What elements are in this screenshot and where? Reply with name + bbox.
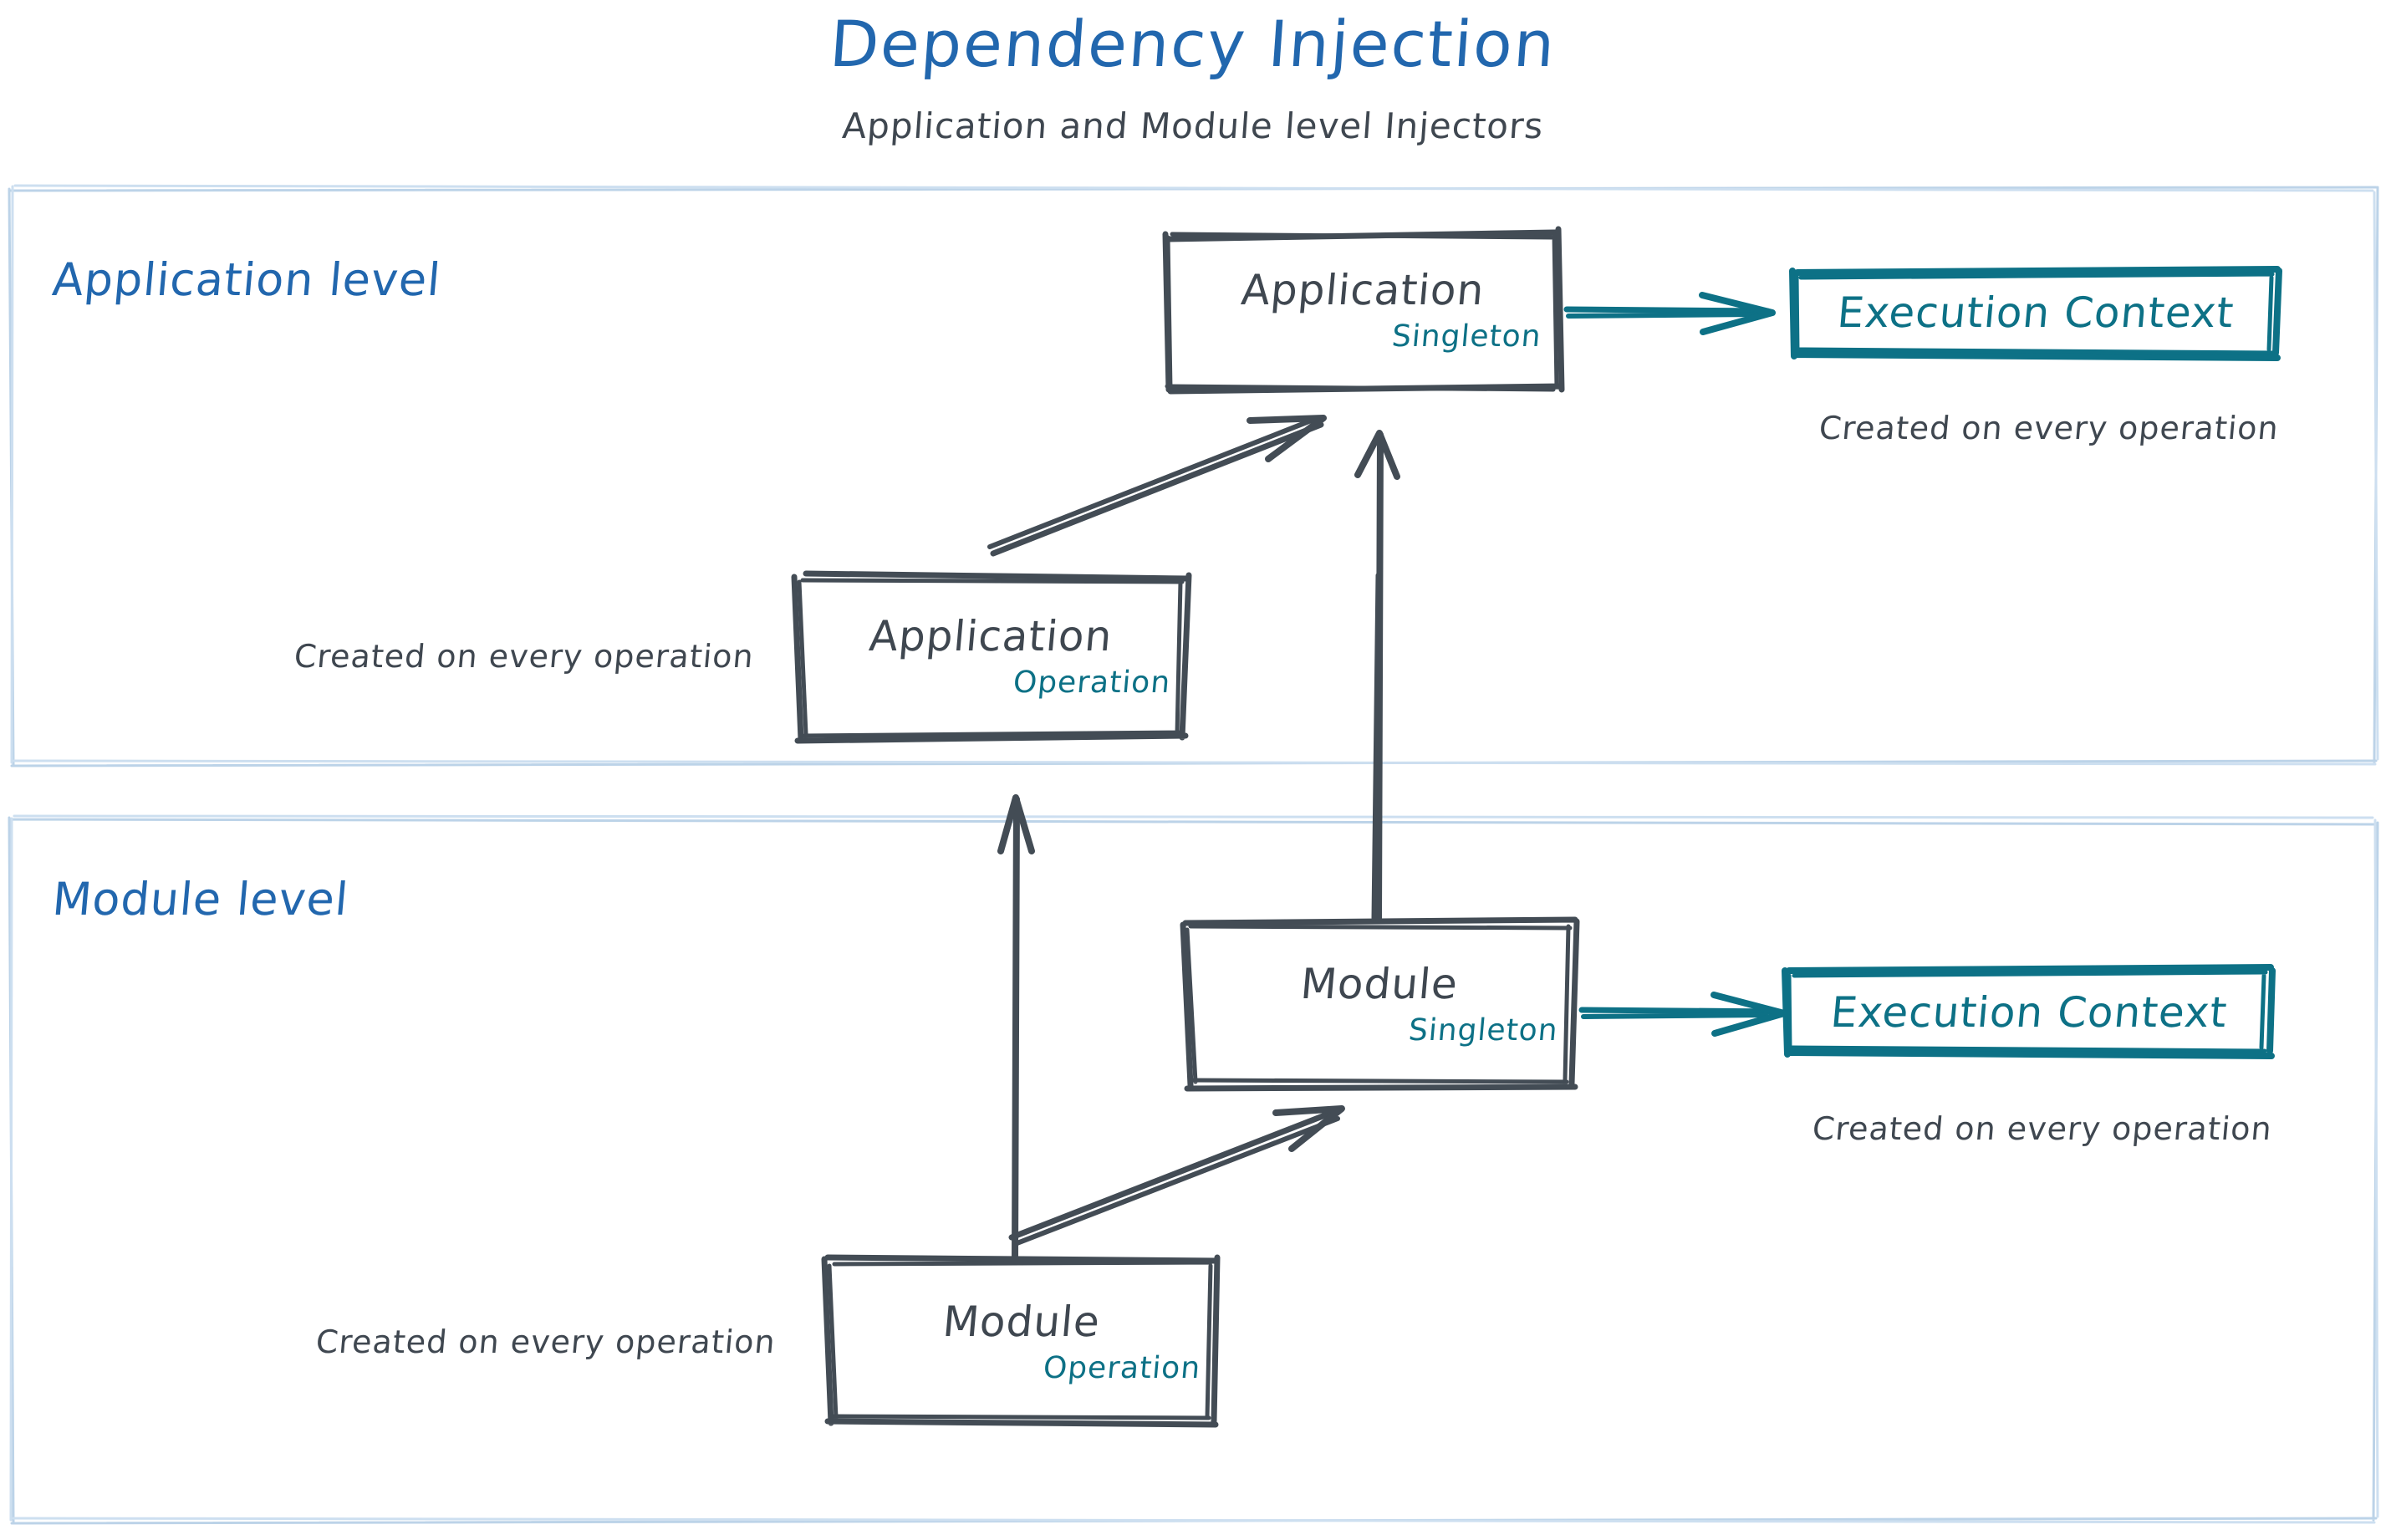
- page-title: Dependency Injection: [827, 7, 1559, 81]
- note-execution-context-application: Created on every operation: [1818, 410, 2281, 446]
- box-outline-module-operation: [821, 1254, 1221, 1428]
- note-execution-context-module: Created on every operation: [1811, 1110, 2274, 1147]
- box-outline-application-operation: [791, 570, 1192, 744]
- lane-border-application: [8, 184, 2379, 767]
- box-outline-execution-context-module: [1782, 964, 2276, 1059]
- box-application-operation[interactable]: Application Operation: [789, 569, 1192, 744]
- lane-label-module-level: Module level: [50, 873, 351, 926]
- box-module-singleton[interactable]: Module Singleton: [1179, 916, 1580, 1092]
- lane-border-module: [8, 814, 2379, 1525]
- note-module-operation: Created on every operation: [314, 1323, 777, 1360]
- box-module-operation[interactable]: Module Operation: [821, 1254, 1222, 1428]
- box-outline-execution-context-application: [1789, 266, 2282, 361]
- note-application-operation: Created on every operation: [293, 638, 756, 675]
- lane-label-application-level: Application level: [50, 253, 444, 306]
- box-outline-module-singleton: [1180, 916, 1580, 1092]
- box-outline-application-singleton: [1162, 226, 1565, 395]
- box-execution-context-module[interactable]: Execution Context: [1782, 964, 2276, 1059]
- box-execution-context-application[interactable]: Execution Context: [1789, 266, 2282, 361]
- page-subtitle: Application and Module level Injectors: [840, 105, 1546, 146]
- box-application-singleton[interactable]: Application Singleton: [1162, 226, 1565, 395]
